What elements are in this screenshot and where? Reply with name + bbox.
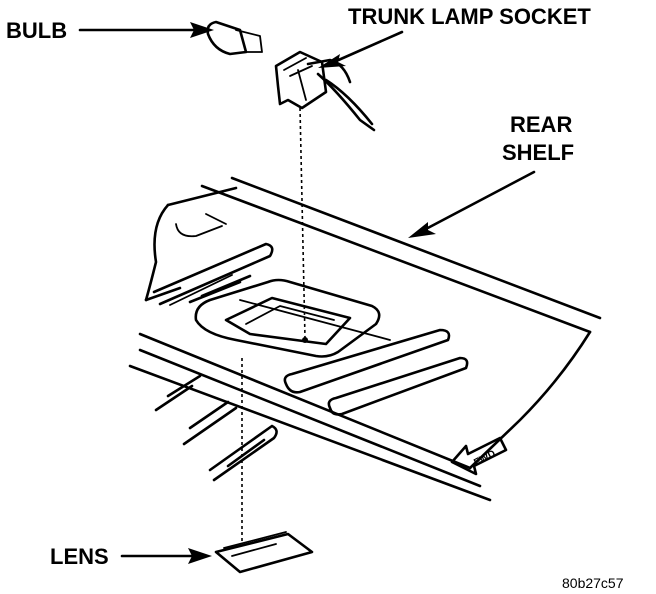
fwd-arrow bbox=[450, 436, 508, 476]
lens-callout-arrow bbox=[120, 548, 212, 564]
bulb-callout-arrow bbox=[78, 22, 214, 38]
bulb-shape bbox=[206, 20, 263, 56]
figure-id: 80b27c57 bbox=[562, 575, 624, 591]
lens-label: LENS bbox=[50, 544, 109, 569]
shelf-callout-arrow bbox=[408, 170, 536, 238]
trunk-lamp-socket-shape bbox=[274, 50, 376, 132]
shelf-label: SHELF bbox=[502, 140, 574, 165]
trunk-lamp-socket-label: TRUNK LAMP SOCKET bbox=[348, 4, 591, 29]
rear-shelf-panel bbox=[128, 176, 602, 502]
guide-line-socket bbox=[299, 107, 306, 339]
socket-callout-arrow bbox=[318, 30, 404, 68]
rear-label: REAR bbox=[510, 112, 572, 137]
bulb-label: BULB bbox=[6, 18, 67, 43]
lens-shape bbox=[214, 531, 314, 574]
